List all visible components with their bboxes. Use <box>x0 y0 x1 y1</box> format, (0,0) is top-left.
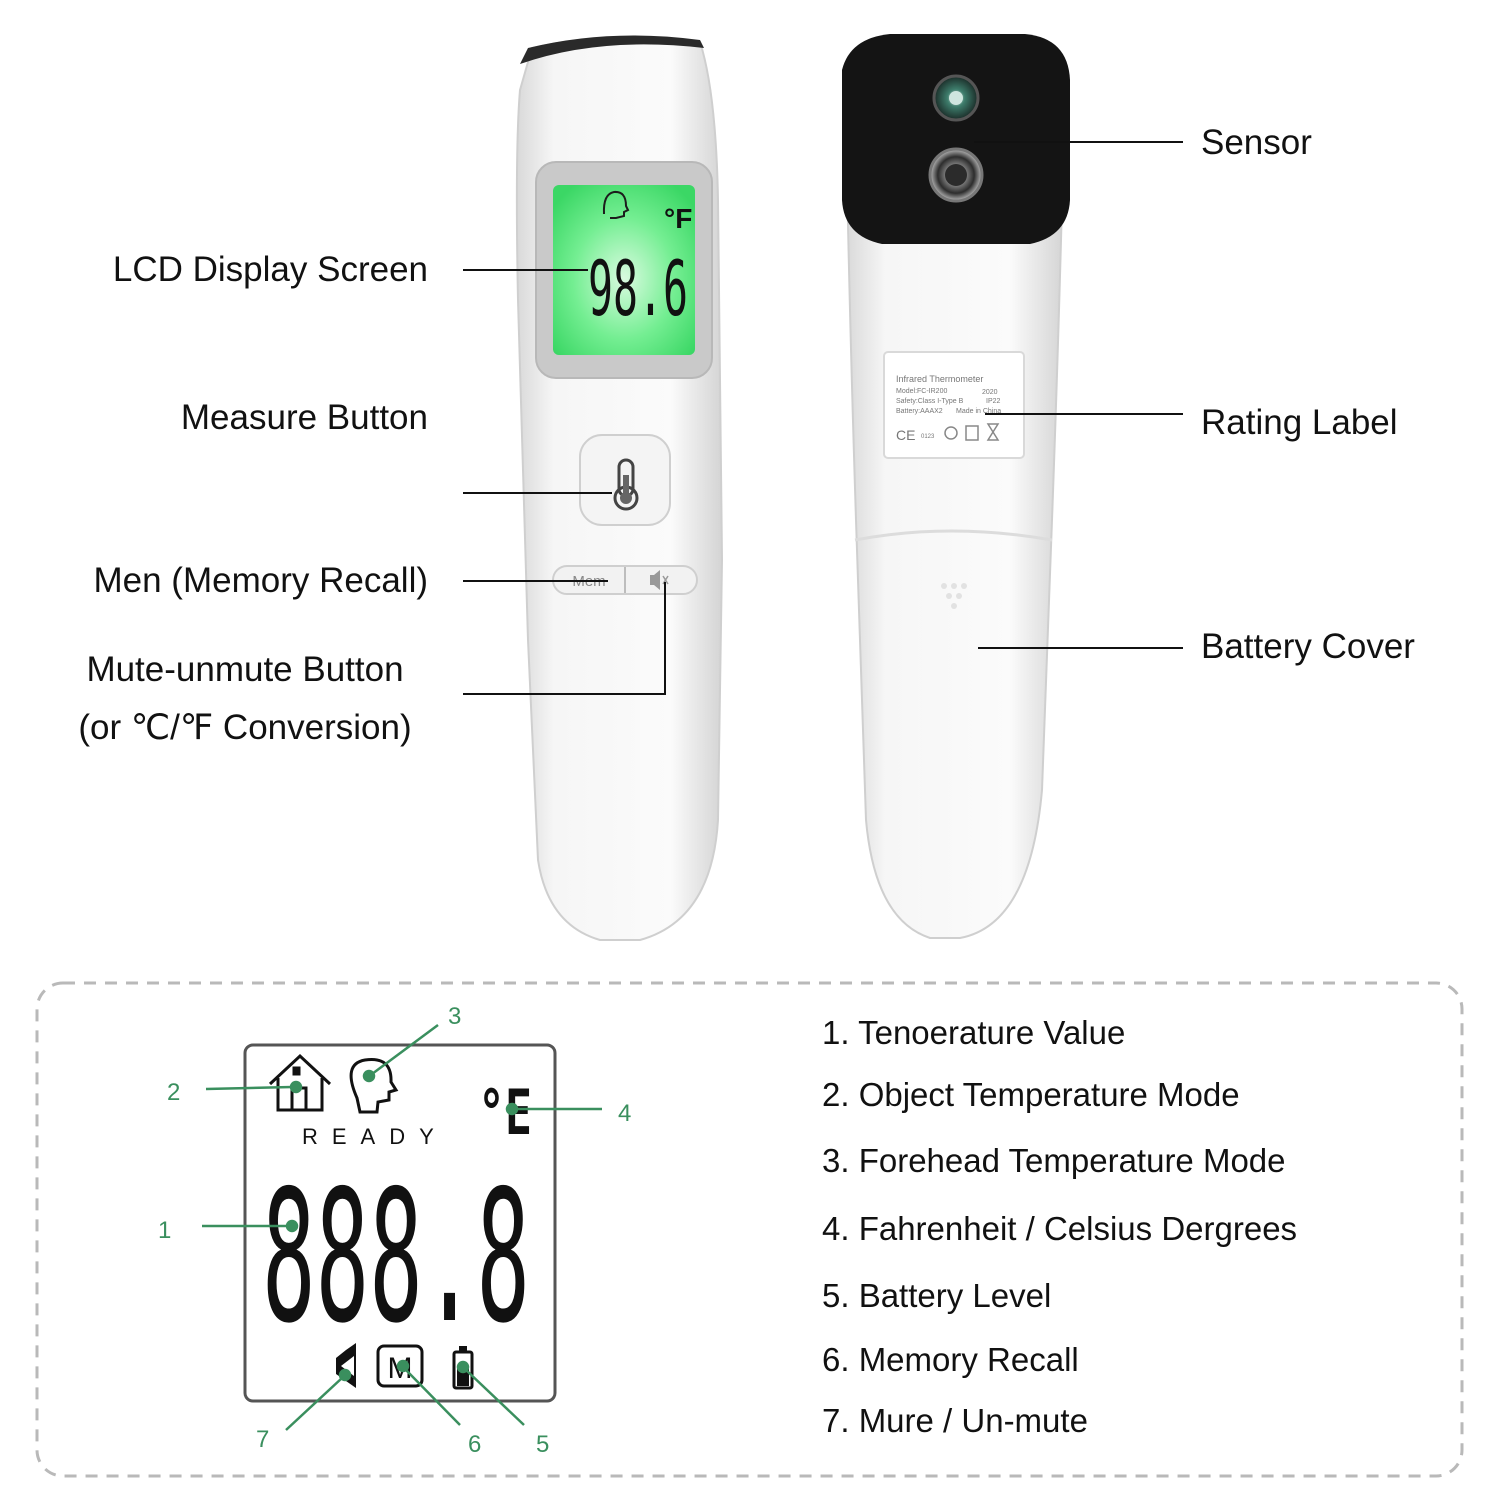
speaker-mute-icon <box>650 570 669 590</box>
label-line: Made in China <box>956 408 1001 415</box>
callout-mute-line2: (or ℃/℉ Conversion) <box>78 707 412 747</box>
thermometer-back <box>844 119 1066 939</box>
marker-4: 4 <box>618 1100 631 1127</box>
marker-lines <box>202 1023 602 1431</box>
lcd-unit-symbol: °E <box>478 1076 532 1149</box>
label-line: IP22 <box>986 398 1001 405</box>
label-line: 0123 <box>921 434 935 440</box>
legend-item-4: 4. Fahrenheit / Celsius Dergrees <box>822 1210 1298 1247</box>
callout-rating-label: Rating Label <box>1201 403 1398 442</box>
callout-mem-button: Men (Memory Recall) <box>93 561 429 600</box>
battery-cover-dots <box>941 583 967 609</box>
thermometer-icon <box>613 458 639 511</box>
legend-item-6: 6. Memory Recall <box>822 1341 1079 1378</box>
marker-5: 5 <box>536 1431 549 1458</box>
marker-7: 7 <box>256 1426 269 1453</box>
lcd-panel <box>243 1043 557 1403</box>
callout-battery-cover: Battery Cover <box>1201 627 1415 666</box>
marker-6: 6 <box>468 1431 481 1458</box>
measure-button[interactable] <box>579 434 671 526</box>
battery-level-icon <box>452 1346 474 1390</box>
marker-1: 1 <box>158 1217 171 1244</box>
mute-button[interactable] <box>650 570 669 590</box>
callout-mute-line1: Mute-unmute Button <box>86 650 404 689</box>
legend-item-3: 3. Forehead Temperature Mode <box>822 1142 1286 1179</box>
callout-lines <box>463 141 1183 695</box>
dashed-panel <box>35 981 1464 1478</box>
lcd-reading: 98.6 <box>588 244 688 333</box>
certification-icons <box>944 423 1000 441</box>
label-line: Safety:Class I-Type B <box>896 398 964 405</box>
label-line: Battery:AAAX2 <box>896 408 943 415</box>
lcd-digit-segments: 888.8 <box>262 1151 530 1363</box>
label-line: Infrared Thermometer <box>896 374 983 384</box>
legend-item-1: 1. Tenoerature Value <box>822 1014 1126 1051</box>
lcd-symbol-diagram: °E READY 888.8 M 1 2 3 <box>35 981 1464 1478</box>
label-line: 2020 <box>982 389 998 396</box>
callout-measure-button: Measure Button <box>180 398 428 437</box>
legend-item-2: 2. Object Temperature Mode <box>822 1076 1240 1113</box>
callout-sensor: Sensor <box>1201 123 1312 162</box>
forehead-mode-head-icon <box>349 1057 399 1114</box>
marker-3: 3 <box>448 1003 461 1030</box>
label-line: Model:FC-IR200 <box>896 388 947 395</box>
thermometer-illustration: °F 98.6 Mem <box>463 34 1183 941</box>
lcd-screen <box>553 185 695 355</box>
ready-text: READY <box>302 1124 448 1149</box>
callout-mute-button: Mute-unmute Button (or ℃/℉ Conversion) <box>60 648 430 750</box>
marker-2: 2 <box>167 1079 180 1106</box>
sensor-head <box>842 34 1070 244</box>
legend-item-7: 7. Mure / Un-mute <box>822 1402 1088 1439</box>
callout-lcd-display: LCD Display Screen <box>112 250 428 289</box>
legend-item-5: 5. Battery Level <box>822 1277 1052 1314</box>
rating-label <box>883 351 1025 459</box>
forehead-icon <box>602 190 630 219</box>
label-line: CE <box>896 427 915 443</box>
lcd-unit: °F <box>664 203 692 234</box>
